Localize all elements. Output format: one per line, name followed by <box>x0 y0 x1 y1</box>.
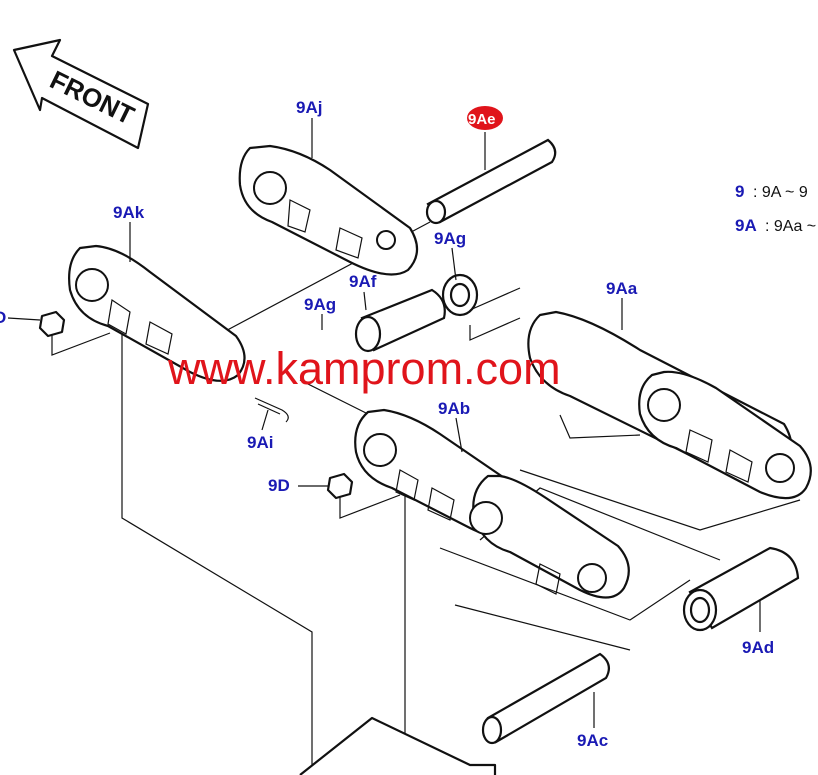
clip-9ai[interactable] <box>254 397 289 423</box>
link-plate-9ab[interactable] <box>354 408 630 599</box>
link-plate-9aj[interactable] <box>238 144 419 276</box>
label-9af[interactable]: 9Af <box>349 272 377 291</box>
label-9ad[interactable]: 9Ad <box>742 638 774 657</box>
nut-9d[interactable] <box>326 472 354 500</box>
label-9ak[interactable]: 9Ak <box>113 203 145 222</box>
label-9ag-top[interactable]: 9Ag <box>434 229 466 248</box>
label-9ac[interactable]: 9Ac <box>577 731 608 750</box>
label-9ae-selected[interactable]: 9Ae <box>467 106 503 130</box>
label-leaders <box>7 118 761 728</box>
bushing-9ad[interactable] <box>682 546 800 632</box>
label-9aj[interactable]: 9Aj <box>296 98 322 117</box>
label-9ag-mid[interactable]: 9Ag <box>304 295 336 314</box>
label-9d-left[interactable]: D <box>0 308 6 327</box>
legend-value-9: : 9A ~ 9 <box>753 184 808 201</box>
pin-9ae[interactable] <box>425 138 557 225</box>
frame-bottom <box>299 716 497 775</box>
pin-9ac[interactable] <box>481 652 611 745</box>
legend-key-9a: 9A <box>735 216 757 235</box>
front-arrow-icon: FRONT <box>12 38 150 150</box>
label-9ai[interactable]: 9Ai <box>247 433 273 452</box>
legend-value-9a: : 9Aa ~ <box>765 218 816 235</box>
link-plate-9aa[interactable] <box>527 310 812 500</box>
label-9aa[interactable]: 9Aa <box>606 279 638 298</box>
label-9d[interactable]: 9D <box>268 476 290 495</box>
nut-9d-left[interactable] <box>38 310 66 338</box>
bushing-9af[interactable] <box>354 288 446 353</box>
label-9ab[interactable]: 9Ab <box>438 399 470 418</box>
watermark-text: www.kamprom.com <box>167 343 561 394</box>
link-plate-9ak[interactable] <box>68 244 246 382</box>
legend: 9 : 9A ~ 9 9A : 9Aa ~ <box>735 182 816 235</box>
label-9ae[interactable]: 9Ae <box>468 111 496 128</box>
seal-9ag-top[interactable] <box>441 273 479 317</box>
legend-key-9: 9 <box>735 182 744 201</box>
